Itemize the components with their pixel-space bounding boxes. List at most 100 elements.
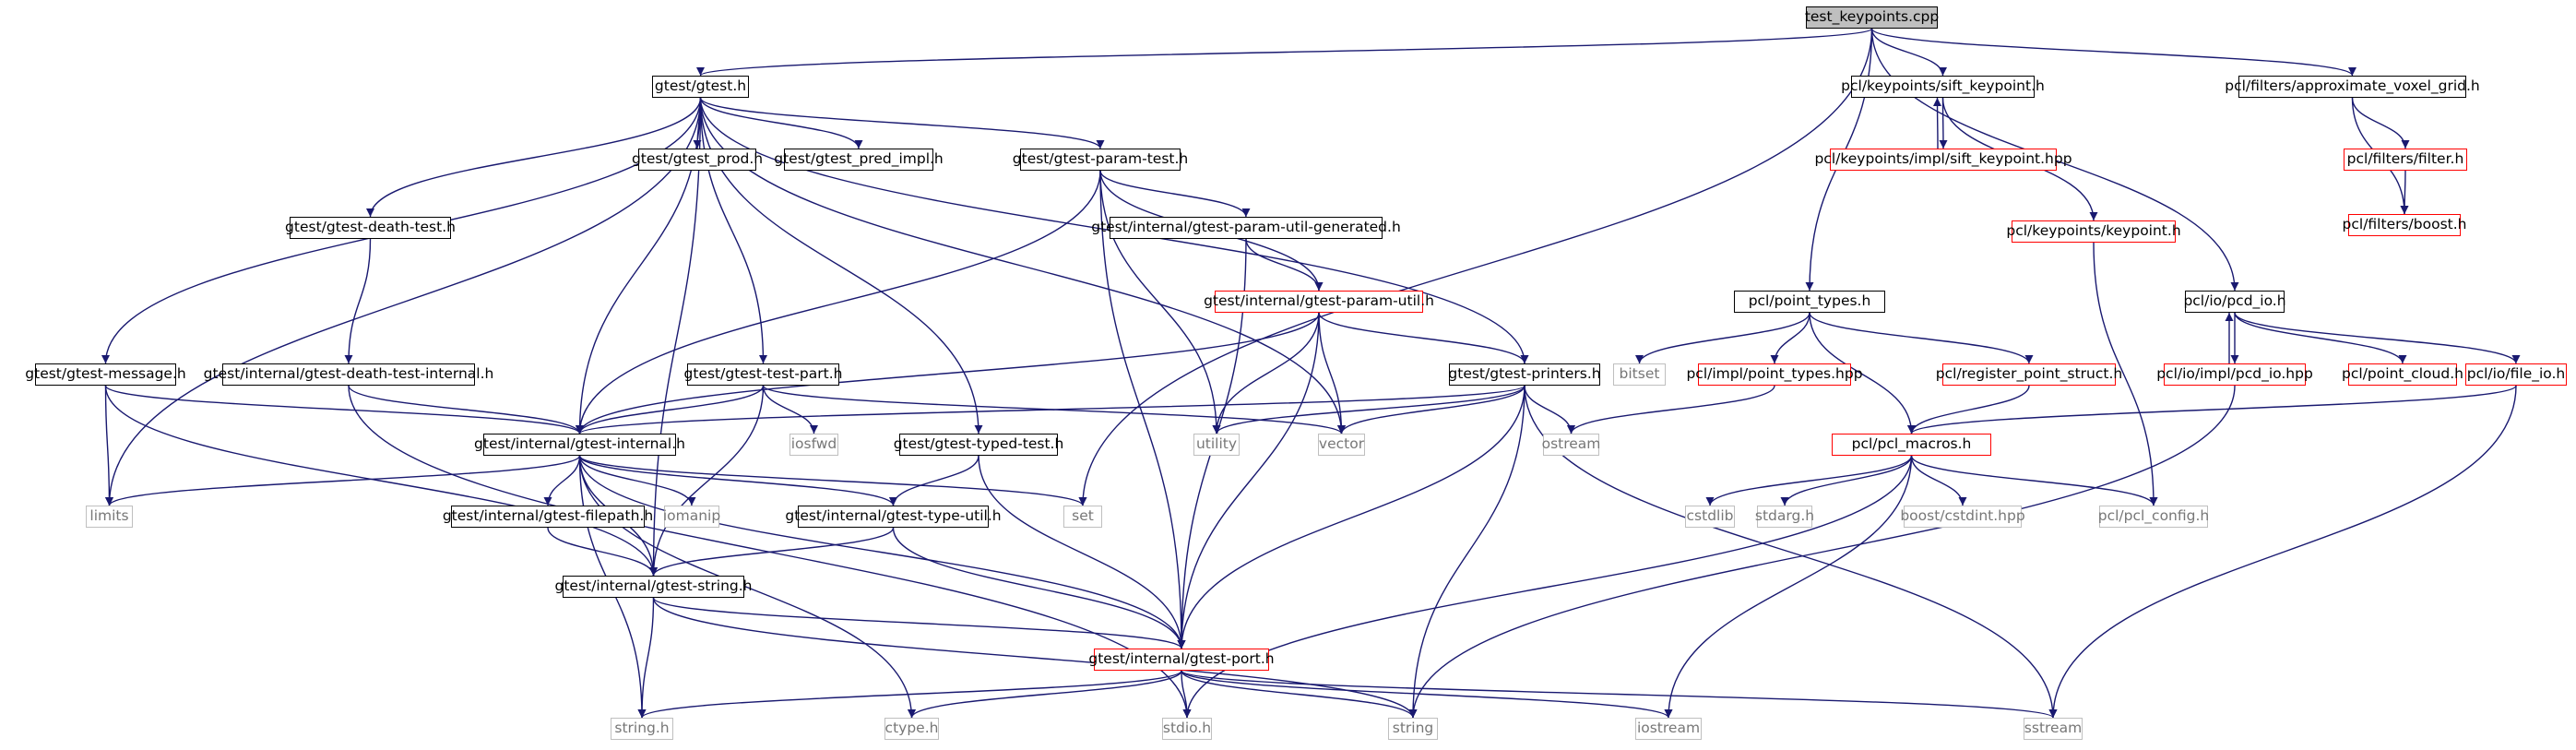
edge-pcd-io-to-file-io (2234, 312, 2521, 364)
include-node-type-util[interactable]: gtest/internal/gtest-type-util.h (785, 506, 1002, 528)
edge-gtest-to-test-part (699, 97, 767, 364)
include-node-ostream: ostream (1542, 434, 1600, 456)
edge-point-types-to-impl-point-types (1770, 312, 1810, 364)
include-node-iomanip: iomanip (663, 506, 720, 528)
edge-point-types-to-bitset (1635, 312, 1810, 364)
edge-filter-h-to-boost-h (2400, 170, 2409, 215)
edge-param-util-to-printers (1318, 312, 1529, 364)
edge-message-to-limits (104, 385, 113, 506)
edge-string-h-internal-to-string (652, 597, 1418, 719)
include-node-test-part[interactable]: gtest/gtest-test-part.h (684, 363, 842, 386)
edge-string-h-internal-to-port (652, 597, 1186, 649)
include-node-pcd-impl[interactable]: pcl/io/impl/pcd_io.hpp (2156, 363, 2313, 386)
include-node-point-cloud[interactable]: pcl/point_cloud.h (2342, 363, 2463, 386)
include-node-internal[interactable]: gtest/internal/gtest-internal.h (474, 434, 685, 456)
edge-file-io-to-sstream (2048, 385, 2517, 719)
include-node-sift-keypoint[interactable]: pcl/keypoints/sift_keypoint.h (1841, 76, 2045, 98)
edge-gtest-to-string-h-internal (649, 97, 702, 577)
include-node-impl-point-types[interactable]: pcl/impl/point_types.hpp (1686, 363, 1863, 386)
edge-pcd-io-to-point-cloud (2234, 312, 2407, 364)
include-node-boost-h[interactable]: pcl/filters/boost.h (2343, 214, 2466, 236)
edge-gtest-to-death-test (366, 97, 702, 218)
edge-internal-to-type-util (578, 455, 897, 506)
include-node-gtest-prod[interactable]: gtest/gtest_prod.h (632, 149, 763, 171)
include-node-test-keypoints[interactable]: test_keypoints.cpp (1805, 6, 1939, 29)
edge-port-to-string (1181, 670, 1418, 719)
edge-printers-to-string (1408, 385, 1525, 719)
include-node-filepath[interactable]: gtest/internal/gtest-filepath.h (443, 506, 653, 528)
include-node-register-struct[interactable]: pcl/register_point_struct.h (1936, 363, 2122, 386)
edge-death-internal-to-internal (348, 385, 584, 435)
edge-param-util-to-utility (1212, 312, 1320, 435)
include-node-vector: vector (1318, 434, 1365, 456)
edge-gtest-to-param-test (699, 97, 1105, 149)
edge-pcl-macros-to-stdarg (1780, 455, 1913, 506)
include-node-gtest[interactable]: gtest/gtest.h (652, 76, 749, 98)
edge-internal-to-filepath (543, 455, 581, 506)
include-node-set: set (1063, 506, 1102, 528)
include-node-port[interactable]: gtest/internal/gtest-port.h (1088, 649, 1275, 671)
edge-printers-to-utility (1212, 385, 1525, 435)
include-node-bitset: bitset (1613, 363, 1666, 386)
include-node-death-internal[interactable]: gtest/internal/gtest-death-test-internal… (204, 363, 493, 386)
include-node-param-gen[interactable]: gtest/internal/gtest-param-util-generate… (1091, 217, 1401, 239)
edge-register-struct-to-pcl-macros (1907, 385, 2030, 435)
edge-internal-to-iomanip (578, 455, 696, 506)
include-node-sift-impl[interactable]: pcl/keypoints/impl/sift_keypoint.hpp (1814, 149, 2072, 171)
edge-gtest-to-gtest-pred (699, 97, 863, 149)
include-node-utility: utility (1193, 434, 1240, 456)
include-node-message[interactable]: gtest/gtest-message.h (25, 363, 186, 386)
include-node-filter-h[interactable]: pcl/filters/filter.h (2344, 149, 2467, 171)
edge-port-to-ctype (908, 670, 1182, 719)
edge-point-types-to-register-struct (1809, 312, 2034, 364)
include-node-pcd-io[interactable]: pcl/io/pcd_io.h (2183, 291, 2286, 313)
include-node-param-test[interactable]: gtest/gtest-param-test.h (1013, 149, 1188, 171)
include-node-death-test[interactable]: gtest/gtest-death-test.h (285, 217, 456, 239)
include-node-param-util[interactable]: gtest/internal/gtest-param-util.h (1204, 291, 1434, 313)
include-node-sstream: sstream (2024, 718, 2083, 740)
include-node-point-types[interactable]: pcl/point_types.h (1734, 291, 1885, 313)
edge-pcl-macros-to-cstdlib (1705, 455, 1913, 506)
edge-param-test-to-param-gen (1099, 170, 1251, 218)
edge-param-util-to-port (1177, 312, 1320, 649)
edge-printers-to-port (1177, 385, 1525, 649)
edge-point-types-to-pcl-macros (1809, 312, 1916, 435)
include-node-stdio: stdio.h (1162, 718, 1212, 740)
include-node-printers[interactable]: gtest/gtest-printers.h (1448, 363, 1601, 386)
include-node-file-io[interactable]: pcl/io/file_io.h (2465, 363, 2567, 386)
edge-param-test-to-utility (1099, 170, 1221, 435)
include-node-stdarg: stdarg.h (1755, 506, 1814, 528)
edge-file-io-to-pcl-macros (1907, 385, 2517, 435)
include-node-approx-voxel[interactable]: pcl/filters/approximate_voxel_grid.h (2225, 76, 2480, 98)
edge-message-to-string-h-internal (104, 385, 658, 577)
edge-param-gen-to-param-util (1245, 238, 1324, 292)
include-node-string: string (1388, 718, 1438, 740)
include-node-iosfwd: iosfwd (789, 434, 838, 456)
edge-filepath-to-string-h-internal (547, 527, 658, 577)
edge-port-to-sstream (1181, 670, 2058, 719)
edge-death-test-to-death-internal (344, 238, 372, 364)
edge-param-test-to-internal (576, 170, 1101, 435)
edge-type-util-to-string-h-internal (649, 527, 895, 577)
include-node-pcl-macros[interactable]: pcl/pcl_macros.h (1832, 434, 1991, 456)
include-node-keypoint-h[interactable]: pcl/keypoints/keypoint.h (2006, 220, 2181, 243)
include-node-ctype: ctype.h (884, 718, 939, 740)
include-node-typed-test[interactable]: gtest/gtest-typed-test.h (894, 434, 1063, 456)
edge-port-to-string-c (637, 670, 1182, 719)
include-node-gtest-pred[interactable]: gtest/gtest_pred_impl.h (774, 149, 944, 171)
edge-param-test-to-port (1099, 170, 1186, 649)
edge-impl-point-types-to-ostream (1567, 385, 1775, 435)
include-node-string-h-internal[interactable]: gtest/internal/gtest-string.h (555, 576, 752, 598)
edge-string-h-internal-to-string-c (637, 597, 655, 719)
edge-test-keypoints-to-sift-keypoint (1870, 28, 1947, 77)
edge-test-part-to-internal (576, 385, 765, 435)
edge-test-keypoints-to-gtest (696, 28, 1873, 77)
edge-internal-to-set (578, 455, 1087, 506)
edge-test-keypoints-to-approx-voxel (1870, 28, 2356, 77)
edge-approx-voxel-to-filter-h (2351, 97, 2410, 149)
edge-message-to-internal (104, 385, 584, 435)
edge-sift-impl-to-sift-keypoint (1933, 97, 1942, 149)
edge-param-util-to-internal (576, 312, 1320, 435)
